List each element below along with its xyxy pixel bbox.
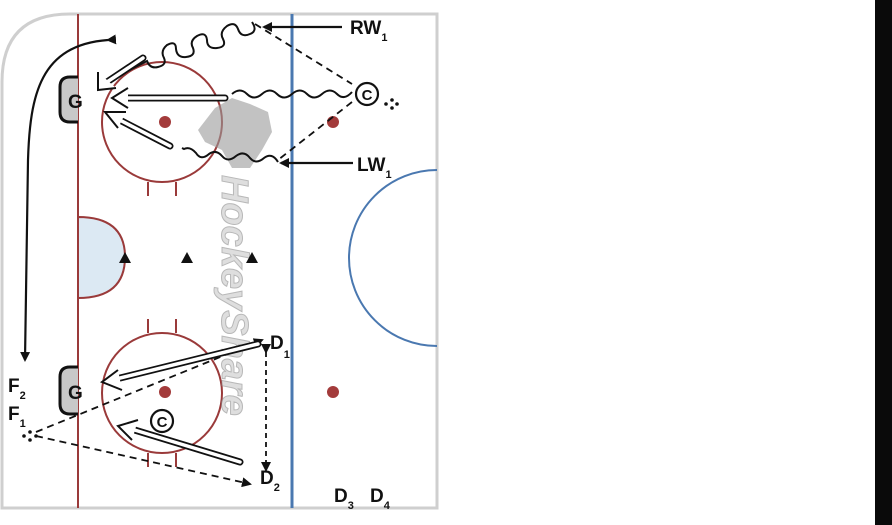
label-d3: D3 (334, 486, 354, 512)
neutral-dot-bottom (327, 386, 339, 398)
pass-line (35, 338, 264, 433)
skate-path-c-top (231, 89, 353, 99)
coach-marker-top: C (354, 81, 399, 110)
watermark-logo: HockeyShare (198, 98, 272, 416)
coach-label: C (157, 414, 168, 431)
skate-path-lw (181, 147, 279, 163)
faceoff-dot (159, 116, 171, 128)
watermark-text: HockeyShare (213, 175, 255, 416)
center-circle (348, 169, 438, 347)
label-rw: RW1 (350, 18, 387, 44)
puck-pile (22, 430, 38, 442)
label-d4: D4 (370, 486, 391, 512)
label-f1: F1 (8, 404, 26, 430)
label-f2: F2 (8, 376, 26, 402)
coach-label: C (362, 87, 373, 104)
shot-arrow (97, 54, 147, 92)
faceoff-dot (159, 386, 171, 398)
shot-arrow (99, 340, 262, 391)
label-d1: D1 (270, 333, 290, 361)
coach-marker-bottom: C (149, 408, 175, 434)
goalie-label: G (68, 383, 83, 404)
faceoff-circle-bottom (101, 332, 223, 454)
shot-arrow (110, 87, 229, 109)
cone-marker (246, 252, 258, 263)
window-edge (875, 0, 892, 525)
label-d2: D2 (260, 468, 280, 494)
skate-path-rw (117, 21, 256, 77)
cone-marker (181, 252, 193, 263)
shot-arrow (102, 111, 174, 150)
skate-path-f2 (20, 34, 117, 362)
cone-marker (119, 252, 131, 263)
goal-net-bottom (58, 365, 78, 416)
pass-line (35, 435, 252, 488)
shot-arrow (116, 419, 244, 466)
goalie-label: G (68, 92, 83, 113)
pass-line (277, 101, 353, 161)
label-lw: LW1 (357, 155, 392, 181)
